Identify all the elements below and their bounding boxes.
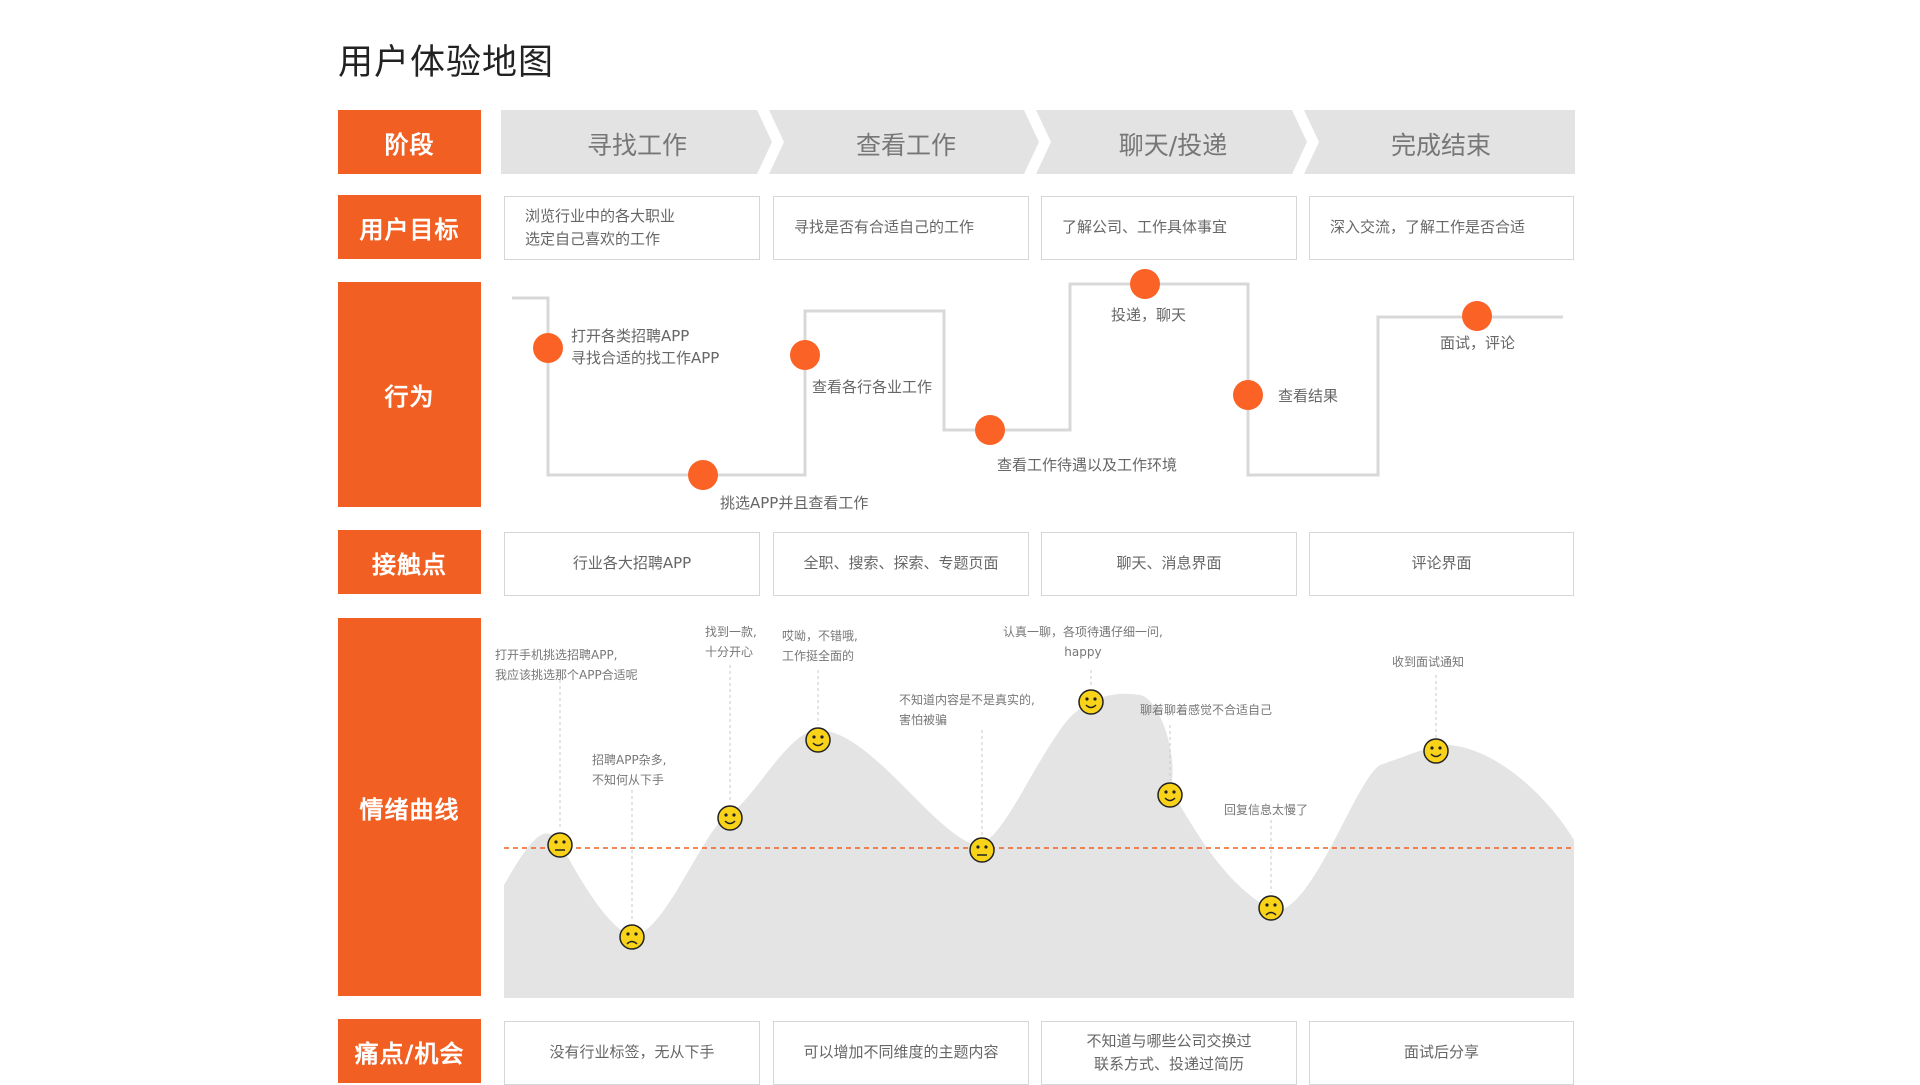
- behavior-step-line: [512, 282, 1563, 477]
- row-label-emotion: 情绪曲线: [338, 618, 481, 996]
- stage-4: 完成结束: [1390, 131, 1491, 160]
- page-title: 用户体验地图: [338, 43, 555, 83]
- pain-text-2: 可以增加不同维度的主题内容: [803, 1043, 999, 1062]
- goal-text-2: 寻找是否有合适自己的工作: [794, 218, 975, 237]
- behavior-text-6: 查看结果: [1278, 387, 1339, 405]
- face-neutral-icon: [547, 832, 573, 858]
- touchpoint-cell-4: 评论界面: [1309, 532, 1574, 596]
- behavior-dot-7: [1462, 301, 1492, 331]
- stage-row: 寻找工作 查看工作 聊天/投递 完成结束: [501, 110, 1575, 174]
- pain-cell-3: 不知道与哪些公司交换过 联系方式、投递过简历: [1041, 1021, 1297, 1085]
- goal-cell-2: 寻找是否有合适自己的工作: [773, 196, 1029, 260]
- pain-cell-2: 可以增加不同维度的主题内容: [773, 1021, 1029, 1085]
- emotion-text-4: 哎呦，不错哦, 工作挺全面的: [782, 629, 858, 664]
- behavior-text-2: 挑选APP并且查看工作: [720, 494, 869, 512]
- emotion-text-3: 找到一款, 十分开心: [705, 625, 757, 660]
- emotion-text-8: 回复信息太慢了: [1224, 803, 1309, 817]
- touchpoint-cell-3: 聊天、消息界面: [1041, 532, 1297, 596]
- touchpoint-text-2: 全职、搜索、探索、专题页面: [803, 554, 999, 573]
- behavior-text-4: 查看工作待遇以及工作环境: [997, 456, 1178, 474]
- emotion-curve-area: [504, 693, 1574, 998]
- stage-3: 聊天/投递: [1118, 131, 1228, 160]
- row-label-behavior: 行为: [338, 282, 481, 507]
- emotion-text-6: 认真一聊，各项待遇仔细一问, happy: [1003, 625, 1163, 660]
- behavior-text-5: 投递，聊天: [1111, 306, 1187, 324]
- stage-chevron-3: [1036, 110, 1307, 174]
- behavior-dot-3: [790, 340, 820, 370]
- behavior-text-7: 面试，评论: [1440, 334, 1516, 352]
- touchpoint-cell-2: 全职、搜索、探索、专题页面: [773, 532, 1029, 596]
- row-label-stage: 阶段: [338, 110, 481, 174]
- pain-cell-4: 面试后分享: [1309, 1021, 1574, 1085]
- pain-text-3: 不知道与哪些公司交换过 联系方式、投递过简历: [1086, 1031, 1252, 1073]
- face-happy-icon: [1078, 689, 1104, 715]
- face-sad-icon: [1258, 895, 1284, 921]
- face-happy-icon: [1157, 782, 1183, 808]
- face-neutral-icon: [969, 837, 995, 863]
- stage-1: 寻找工作: [586, 131, 687, 160]
- behavior-dot-2: [688, 460, 718, 490]
- face-sad-icon: [619, 924, 645, 950]
- behavior-dot-6: [1233, 380, 1263, 410]
- emotion-text-2: 招聘APP杂多, 不知何从下手: [592, 753, 667, 788]
- emotion-text-9: 收到面试通知: [1392, 655, 1465, 669]
- row-label-pain: 痛点/机会: [338, 1019, 481, 1083]
- emotion-text-7: 聊着聊着感觉不合适自己: [1140, 703, 1273, 717]
- stage-chevron-2: [769, 110, 1039, 174]
- goal-cell-4: 深入交流，了解工作是否合适: [1309, 196, 1574, 260]
- stage-2: 查看工作: [855, 131, 956, 160]
- pain-cell-1: 没有行业标签，无从下手: [504, 1021, 760, 1085]
- touchpoint-cell-1: 行业各大招聘APP: [504, 532, 760, 596]
- touchpoint-text-3: 聊天、消息界面: [1116, 554, 1222, 573]
- goal-text-1: 浏览行业中的各大职业 选定自己喜欢的工作: [525, 206, 676, 248]
- face-happy-icon: [805, 727, 831, 753]
- goal-cell-1: 浏览行业中的各大职业 选定自己喜欢的工作: [504, 196, 760, 260]
- stage-chevron-1: [501, 110, 772, 174]
- face-happy-icon: [717, 805, 743, 831]
- stage-chevron-4: [1304, 110, 1575, 174]
- stage-chevrons: [501, 110, 1575, 174]
- behavior-dot-1: [533, 333, 563, 363]
- emotion-text-1: 打开手机挑选招聘APP, 我应该挑选那个APP合适呢: [495, 648, 638, 683]
- behavior-dot-4: [975, 415, 1005, 445]
- pain-text-1: 没有行业标签，无从下手: [549, 1043, 715, 1062]
- emotion-text-5: 不知道内容是不是真实的, 害怕被骗: [899, 693, 1035, 728]
- behavior-text-1: 打开各类招聘APP 寻找合适的找工作APP: [571, 327, 720, 367]
- goal-text-4: 深入交流，了解工作是否合适: [1330, 218, 1526, 237]
- behavior-text-3: 查看各行各业工作: [812, 378, 933, 396]
- face-happy-icon: [1423, 738, 1449, 764]
- behavior-dot-5: [1130, 269, 1160, 299]
- row-label-goal: 用户目标: [338, 195, 481, 259]
- row-label-touchpoint: 接触点: [338, 530, 481, 594]
- pain-text-4: 面试后分享: [1403, 1043, 1479, 1062]
- touchpoint-text-1: 行业各大招聘APP: [572, 554, 692, 573]
- touchpoint-text-4: 评论界面: [1411, 554, 1472, 573]
- goal-cell-3: 了解公司、工作具体事宜: [1041, 196, 1297, 260]
- goal-text-3: 了解公司、工作具体事宜: [1062, 218, 1228, 237]
